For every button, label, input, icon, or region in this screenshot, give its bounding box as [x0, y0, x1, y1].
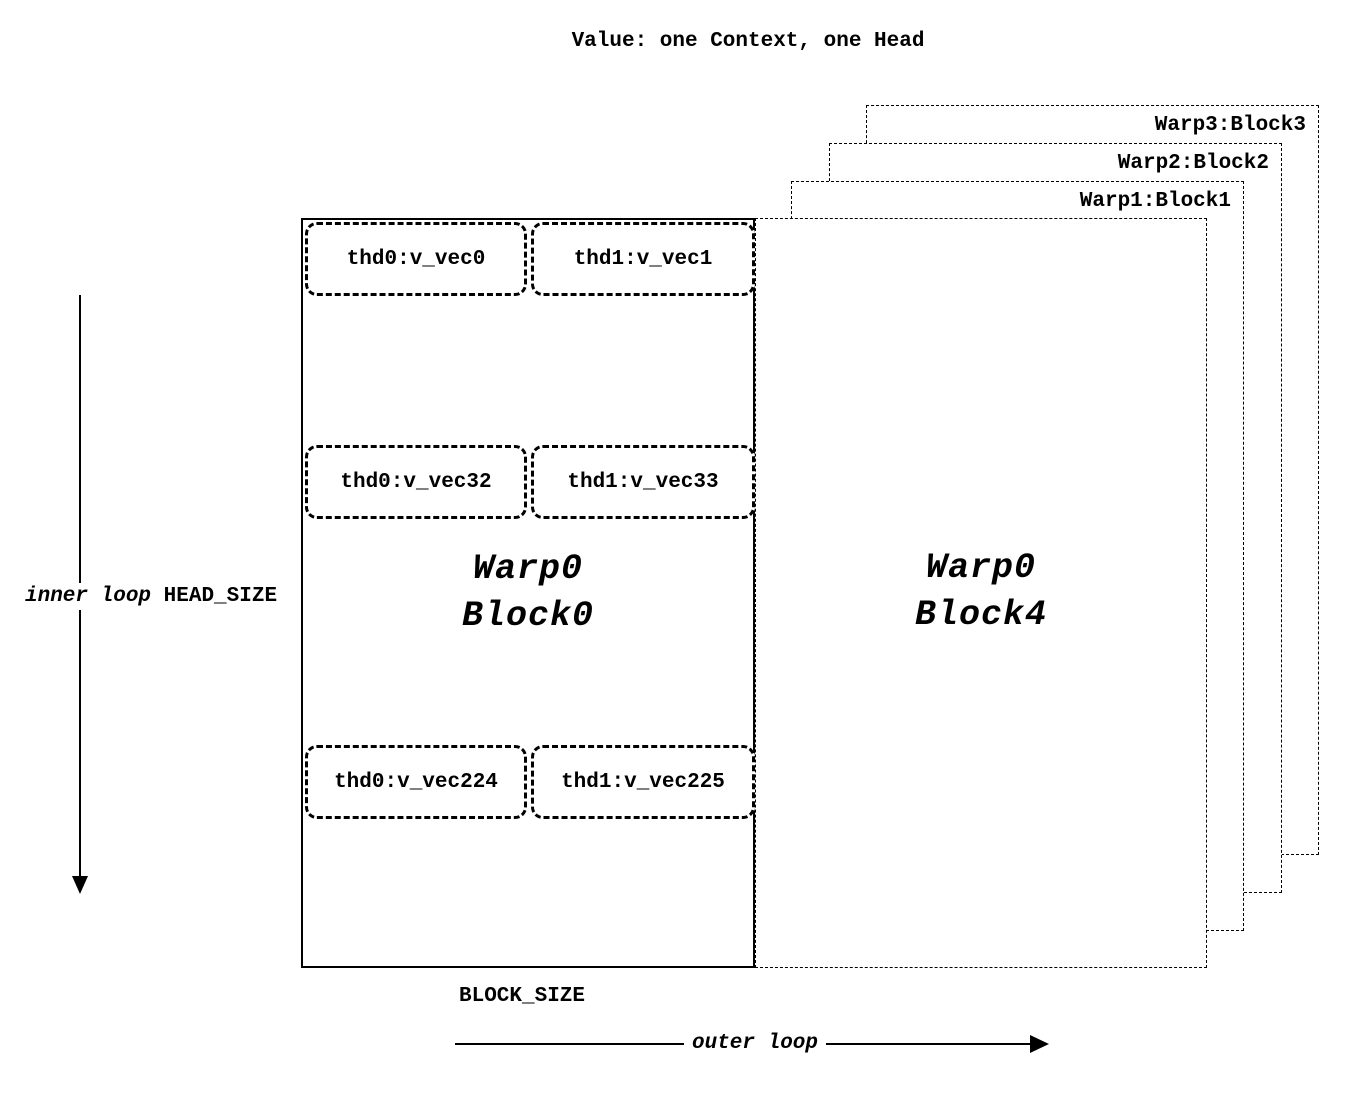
diagram-title: Value: one Context, one Head — [571, 30, 925, 53]
inner-loop-label: inner loop — [25, 585, 152, 608]
warp2-block2-label: Warp2:Block2 — [1117, 152, 1269, 175]
block-size-label: BLOCK_SIZE — [458, 985, 586, 1008]
inner-loop-arrowhead-icon — [72, 876, 88, 894]
warp0-block4-rect: Warp0 Block4 — [755, 218, 1207, 968]
thd1-v-vec33-label: thd1:v_vec33 — [567, 470, 719, 494]
thd0-v-vec224-box: thd0:v_vec224 — [305, 745, 527, 819]
warp0-block0-label-line2: Block0 — [461, 596, 595, 636]
warp3-block3-label: Warp3:Block3 — [1154, 114, 1306, 137]
thd0-v-vec0-label: thd0:v_vec0 — [346, 247, 486, 271]
warp0-block0-label: Warp0 Block0 — [303, 546, 753, 640]
thd0-v-vec32-box: thd0:v_vec32 — [305, 445, 527, 519]
outer-loop-label: outer loop — [683, 1032, 827, 1055]
outer-loop-arrowhead-icon — [1030, 1035, 1049, 1053]
thd0-v-vec0-box: thd0:v_vec0 — [305, 222, 527, 296]
thd0-v-vec32-label: thd0:v_vec32 — [340, 470, 492, 494]
head-size-label: HEAD_SIZE — [163, 585, 278, 608]
warp0-block4-label-line2: Block4 — [914, 595, 1048, 635]
inner-loop-spacer — [151, 585, 164, 608]
thd1-v-vec1-label: thd1:v_vec1 — [573, 247, 713, 271]
thd1-v-vec225-box: thd1:v_vec225 — [531, 745, 755, 819]
warp0-block4-label-line1: Warp0 — [925, 548, 1037, 588]
inner-loop-head-size-label: inner loop HEAD_SIZE — [25, 583, 282, 610]
thd0-v-vec224-label: thd0:v_vec224 — [334, 770, 498, 794]
thd1-v-vec225-label: thd1:v_vec225 — [561, 770, 725, 794]
warp0-block0-label-line1: Warp0 — [472, 549, 584, 589]
warp0-block4-label: Warp0 Block4 — [756, 545, 1206, 639]
warp0-block0-rect: thd0:v_vec0 thd1:v_vec1 thd0:v_vec32 thd… — [301, 218, 755, 968]
warp1-block1-label: Warp1:Block1 — [1079, 190, 1231, 213]
thd1-v-vec1-box: thd1:v_vec1 — [531, 222, 755, 296]
thd1-v-vec33-box: thd1:v_vec33 — [531, 445, 755, 519]
